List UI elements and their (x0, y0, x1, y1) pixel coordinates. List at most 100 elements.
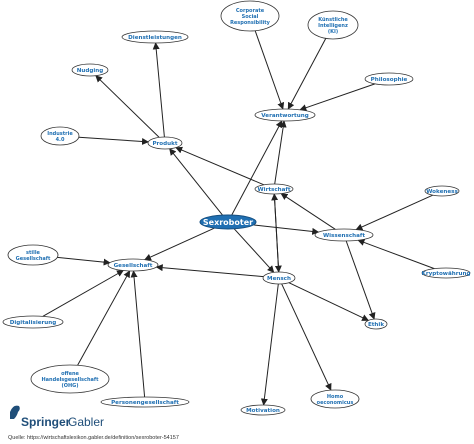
node-verantwortung-label: Verantwortung (261, 113, 308, 119)
node-csr-label: Social (242, 14, 259, 20)
source-credit: Quelle: https://wirtschaftslexikon.gable… (8, 435, 179, 441)
edge-produkt-to-nudging (95, 75, 160, 138)
node-ethik-label: Ethik (368, 322, 384, 328)
edge-ki-to-verantwortung (287, 38, 327, 110)
node-wokeness-label: Wokeness (426, 189, 458, 195)
node-personengesellschaft-shape (100, 396, 190, 408)
edge-mensch-to-ethik (288, 282, 370, 321)
node-kryptowaehrung-shape (421, 267, 471, 279)
node-dienstleistungen-label: Dienstleistungen (128, 35, 182, 41)
node-produkt[interactable]: Produkt (147, 136, 183, 150)
node-ohg-label: offene (61, 371, 79, 377)
node-nudging[interactable]: Nudging (71, 63, 109, 77)
edge-csr-to-verantwortung (254, 30, 285, 110)
node-ki-label: (KI) (328, 29, 338, 35)
edge-mensch-to-motivation (260, 283, 279, 406)
node-wirtschaft-label: Wirtschaft (257, 187, 290, 193)
node-personengesellschaft-label: Personengesellschaft (111, 400, 179, 406)
node-ohg-label: (OHG) (61, 383, 78, 389)
edge-philosophie-to-verantwortung (299, 83, 376, 112)
node-wissenschaft-label: Wissenschaft (323, 233, 365, 239)
node-philosophie-label: Philosophie (371, 77, 408, 83)
node-motivation[interactable]: Motivation (240, 404, 286, 416)
edge-personengesellschaft-to-gesellschaft (130, 270, 146, 398)
edge-digitalisierung-to-gesellschaft (42, 270, 124, 317)
node-wokeness[interactable]: Wokeness (424, 185, 460, 197)
springer-gabler-logo: Springer Gabler (10, 405, 104, 429)
edge-center-to-produkt (169, 148, 223, 216)
edge-mensch-to-homo-oeconomicus (281, 283, 332, 391)
node-csr-label: Responsibility (230, 20, 271, 26)
edge-center-to-wissenschaft (253, 224, 320, 235)
node-ohg-label: Handelsgesellschaft (42, 377, 100, 383)
node-dienstleistungen[interactable]: Dienstleistungen (121, 30, 189, 44)
edge-kryptowaehrung-to-wissenschaft (357, 239, 435, 270)
node-philosophie-shape (364, 72, 414, 86)
node-mensch-label: Mensch (267, 276, 291, 282)
edge-wirtschaft-to-verantwortung (274, 120, 287, 185)
node-mensch-shape (262, 271, 296, 285)
node-produkt-label: Produkt (152, 141, 177, 147)
edge-center-to-verantwortung (231, 120, 283, 216)
node-industrie-shape (40, 126, 80, 146)
edge-wokeness-to-wissenschaft (355, 194, 433, 231)
node-personengesellschaft[interactable]: Personengesellschaft (100, 396, 190, 408)
node-wissenschaft-shape (314, 228, 374, 242)
node-wirtschaft-shape (254, 183, 294, 195)
edge-wissenschaft-to-wirtschaft (280, 193, 336, 230)
node-kryptowaehrung-label: Kryptowährung (422, 271, 471, 277)
node-wissenschaft[interactable]: Wissenschaft (314, 228, 374, 242)
edge-center-to-gesellschaft (144, 227, 215, 261)
node-gesellschaft-label: Gesellschaft (114, 263, 153, 269)
node-verantwortung[interactable]: Verantwortung (254, 108, 316, 122)
node-dienstleistungen-shape (121, 30, 189, 44)
node-philosophie[interactable]: Philosophie (364, 72, 414, 86)
brand-springer: Springer (21, 415, 71, 429)
node-ethik-shape (364, 318, 388, 330)
node-sexroboter[interactable]: Sexroboter (199, 214, 257, 230)
springer-horse-icon (10, 405, 20, 419)
edge-wirtschaft-to-produkt (175, 146, 265, 186)
node-produkt-shape (147, 136, 183, 150)
edge-industrie-to-produkt (78, 136, 149, 145)
node-wirtschaft[interactable]: Wirtschaft (254, 183, 294, 195)
node-verantwortung-shape (254, 108, 316, 122)
node-homo-oeconomicus-label: oeconomicus (317, 400, 354, 406)
edge-wirtschaft-to-mensch (273, 193, 282, 273)
node-homo-oeconomicus-label: Homo (327, 394, 344, 400)
edge-wissenschaft-to-ethik (345, 240, 376, 320)
edge-produkt-to-dienstleistungen (152, 42, 165, 138)
edge-mensch-to-gesellschaft (155, 264, 264, 278)
node-csr-label: Corporate (236, 8, 265, 14)
node-gesellschaft-shape (107, 258, 159, 272)
node-industrie-label: 4.0 (56, 137, 65, 143)
node-mensch[interactable]: Mensch (262, 271, 296, 285)
node-motivation-shape (240, 404, 286, 416)
brand-gabler: Gabler (68, 415, 104, 429)
node-digitalisierung-label: Digitalisierung (10, 320, 57, 326)
edge-stille-gesellschaft-to-gesellschaft (57, 256, 111, 266)
node-industrie-label: Industrie (47, 131, 73, 137)
node-digitalisierung-shape (2, 315, 64, 329)
node-kryptowaehrung[interactable]: Kryptowährung (421, 267, 471, 279)
node-motivation-label: Motivation (246, 408, 280, 414)
node-digitalisierung[interactable]: Digitalisierung (2, 315, 64, 329)
edge-center-to-mensch (233, 228, 275, 273)
node-ki-label: Intelligenz (318, 23, 348, 29)
node-stille-gesellschaft-label: stille (26, 250, 41, 256)
node-gesellschaft[interactable]: Gesellschaft (107, 258, 159, 272)
node-csr-shape (220, 0, 280, 32)
node-homo-oeconomicus-shape (310, 389, 360, 409)
node-stille-gesellschaft-shape (7, 244, 59, 266)
node-sexroboter-label: Sexroboter (203, 218, 253, 227)
node-wokeness-shape (424, 185, 460, 197)
node-ethik[interactable]: Ethik (364, 318, 388, 330)
